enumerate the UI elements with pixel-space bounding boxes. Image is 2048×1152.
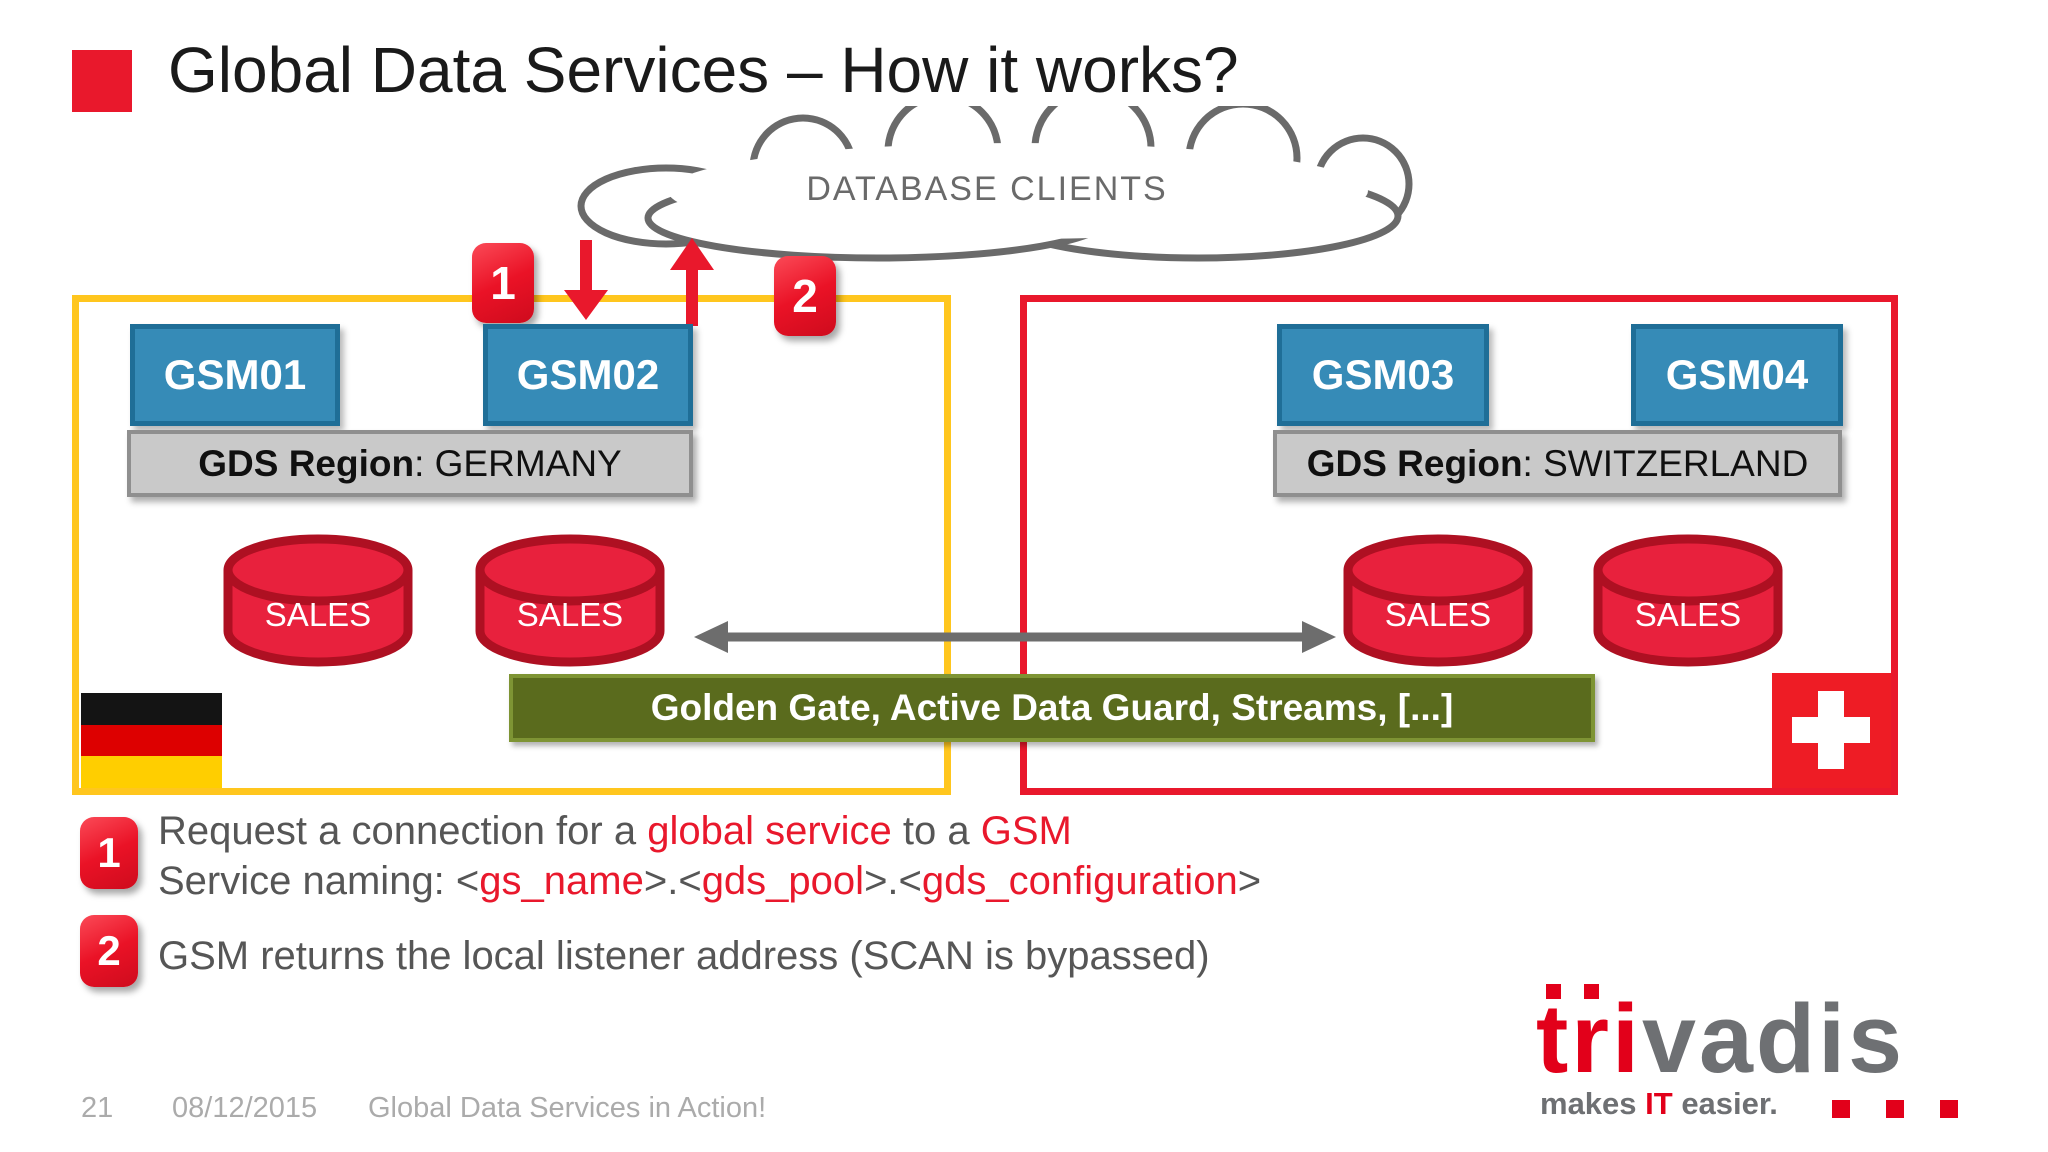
replication-double-arrow-icon — [694, 621, 1336, 653]
step1-line2-sep2: >.< — [864, 859, 922, 903]
step1-line2-gs-name: gs_name — [479, 859, 644, 903]
gsm-node-gsm02: GSM02 — [483, 324, 693, 426]
gsm-node-gsm03: GSM03 — [1277, 324, 1489, 426]
step1-line2-gds-pool: gds_pool — [701, 859, 865, 903]
footer-subtitle: Global Data Services in Action! — [368, 1092, 767, 1124]
step1-line1-gsm: GSM — [980, 809, 1072, 853]
logo-word-tri: tri — [1536, 984, 1642, 1093]
flag-stripe-gold — [81, 756, 222, 789]
tagline-it: IT — [1645, 1086, 1673, 1121]
swiss-cross-horizontal — [1792, 717, 1870, 743]
page-title: Global Data Services – How it works? — [168, 34, 1239, 106]
step1-line2-text: Service naming: < — [158, 859, 480, 903]
request-arrow-down-icon — [564, 240, 608, 320]
logo-tagline: makes IT easier. — [1540, 1086, 1778, 1122]
region-switzerland-border — [1020, 295, 1898, 795]
cloud-label: DATABASE CLIENTS — [806, 170, 1168, 208]
response-arrow-up-icon — [670, 238, 714, 326]
step1-line2-close: > — [1237, 859, 1262, 903]
footer-page-number: 21 — [81, 1092, 114, 1124]
tagline-easier: easier. — [1672, 1086, 1778, 1121]
database-label: SALES — [1635, 596, 1741, 633]
step-badge-1: 1 — [80, 817, 138, 889]
step2-line: GSM returns the local listener address (… — [158, 934, 1210, 978]
step1-line2-sep1: >.< — [643, 859, 702, 903]
gsm-node-gsm01: GSM01 — [130, 324, 340, 426]
step1-line1-text2: to a — [891, 809, 981, 853]
logo-square-1 — [1832, 1100, 1850, 1118]
gds-region-value: : SWITZERLAND — [1522, 442, 1809, 484]
flow-badge-1: 1 — [472, 243, 534, 323]
logo-square-2 — [1886, 1100, 1904, 1118]
flag-stripe-red — [81, 724, 222, 757]
flow-badge-2: 2 — [774, 256, 836, 336]
logo-word-vadis: vadis — [1642, 984, 1906, 1093]
gds-region-label: GDS Region — [198, 442, 415, 484]
database-cylinder-ch-1: SALES — [1343, 534, 1533, 667]
gds-region-value: : GERMANY — [414, 442, 622, 484]
trivadis-logo: trivadis — [1536, 990, 1905, 1087]
step1-line1: Request a connection for a global servic… — [158, 806, 1072, 856]
footer-date: 08/12/2015 — [172, 1092, 318, 1124]
logo-dot-r — [1584, 984, 1599, 999]
tagline-makes: makes — [1540, 1086, 1646, 1121]
step-badge-2: 2 — [80, 915, 138, 987]
database-cylinder-ch-2: SALES — [1593, 534, 1783, 667]
switzerland-flag — [1772, 673, 1891, 788]
gds-region-label: GDS Region — [1306, 442, 1523, 484]
gds-region-germany-bar: GDS Region: GERMANY — [127, 430, 693, 497]
flag-stripe-black — [81, 693, 222, 725]
replication-technologies-bar: Golden Gate, Active Data Guard, Streams,… — [509, 674, 1595, 742]
title-bullet-square — [72, 50, 132, 112]
step1-line2: Service naming: <gs_name>.<gds_pool>.<gd… — [158, 856, 1261, 906]
database-label: SALES — [1385, 596, 1491, 633]
database-cylinder-de-2: SALES — [475, 534, 665, 667]
gsm-node-gsm04: GSM04 — [1631, 324, 1843, 426]
step1-line1-global-service: global service — [647, 809, 892, 853]
step1-line2-gds-configuration: gds_configuration — [921, 859, 1238, 903]
germany-flag — [81, 693, 222, 789]
database-label: SALES — [517, 596, 623, 633]
database-label: SALES — [265, 596, 371, 633]
gds-region-switzerland-bar: GDS Region: SWITZERLAND — [1273, 430, 1842, 497]
database-cylinder-de-1: SALES — [223, 534, 413, 667]
logo-square-3 — [1940, 1100, 1958, 1118]
step1-line1-text: Request a connection for a — [158, 809, 648, 853]
database-clients-cloud — [577, 106, 1413, 262]
logo-dot-t — [1546, 984, 1561, 999]
